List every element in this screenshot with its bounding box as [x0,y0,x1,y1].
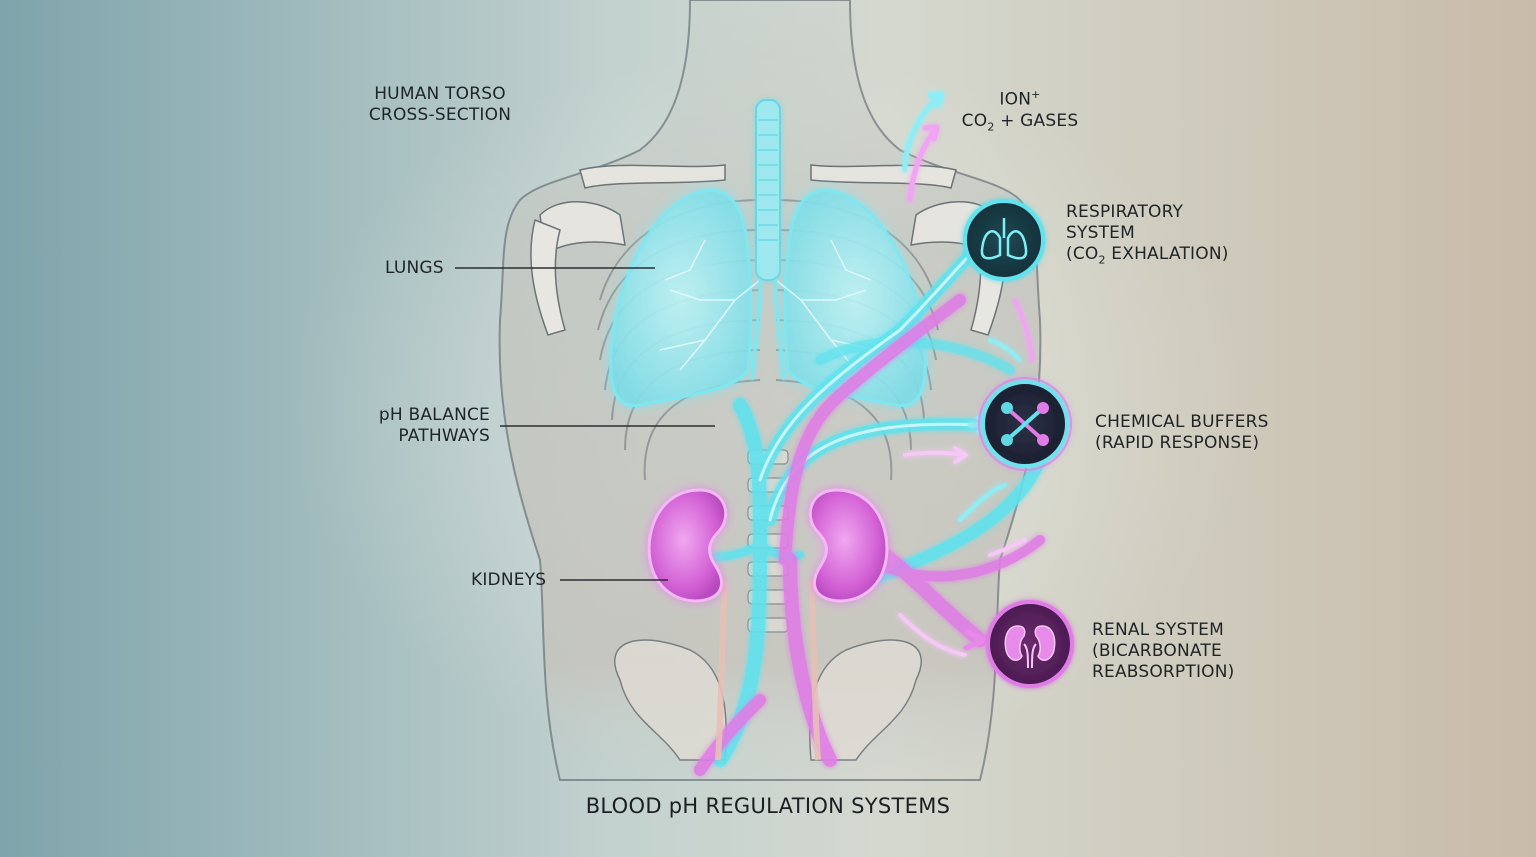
gas-exchange-label: ION+ CO2 + GASES [945,84,1095,137]
torso-header-label: HUMAN TORSO CROSS-SECTION [355,84,525,126]
renal-line-1: RENAL SYSTEM [1092,620,1224,640]
kidneys-icon [986,600,1074,688]
kidneys-callout: KIDNEYS [471,570,546,591]
ph-line-1: pH BALANCE [378,405,490,425]
header-line-2: CROSS-SECTION [368,105,512,125]
respiratory-exhalation: EXHALATION) [1105,244,1229,264]
header-line-1: HUMAN TORSO [374,84,506,104]
kidneys-illustration [647,488,889,603]
co2-text: CO [961,110,988,131]
buffers-line-1: CHEMICAL BUFFERS [1095,412,1269,432]
diagram-title: BLOOD pH REGULATION SYSTEMS [585,794,951,818]
co2-subscript: 2 [987,120,995,134]
ion-charge: + [1031,88,1041,101]
lungs-callout: LUNGS [385,258,444,279]
buffers-line-2: (RAPID RESPONSE) [1095,433,1260,453]
ph-balance-callout: pH BALANCE PATHWAYS [330,405,490,447]
renal-line-3: REABSORPTION) [1092,662,1235,682]
respiratory-system-label: RESPIRATORY SYSTEM (CO2 EXHALATION) [1066,202,1229,270]
kidneys-label: KIDNEYS [471,570,547,590]
respiratory-line-2: SYSTEM [1066,223,1135,243]
renal-line-2: (BICARBONATE [1092,641,1222,661]
body-outline [498,0,1042,781]
respiratory-co2: (CO [1066,244,1099,264]
gases-text: + GASES [994,110,1079,131]
lungs-icon [963,199,1045,281]
ph-line-2: PATHWAYS [398,426,490,446]
molecule-icon [978,377,1072,471]
lungs-label: LUNGS [385,258,444,278]
chemical-buffers-label: CHEMICAL BUFFERS (RAPID RESPONSE) [1095,412,1269,454]
ion-text: ION [999,89,1032,110]
respiratory-line-1: RESPIRATORY [1066,202,1184,222]
renal-system-label: RENAL SYSTEM (BICARBONATE REABSORPTION) [1092,620,1235,683]
respiratory-co2-subscript: 2 [1098,253,1106,267]
